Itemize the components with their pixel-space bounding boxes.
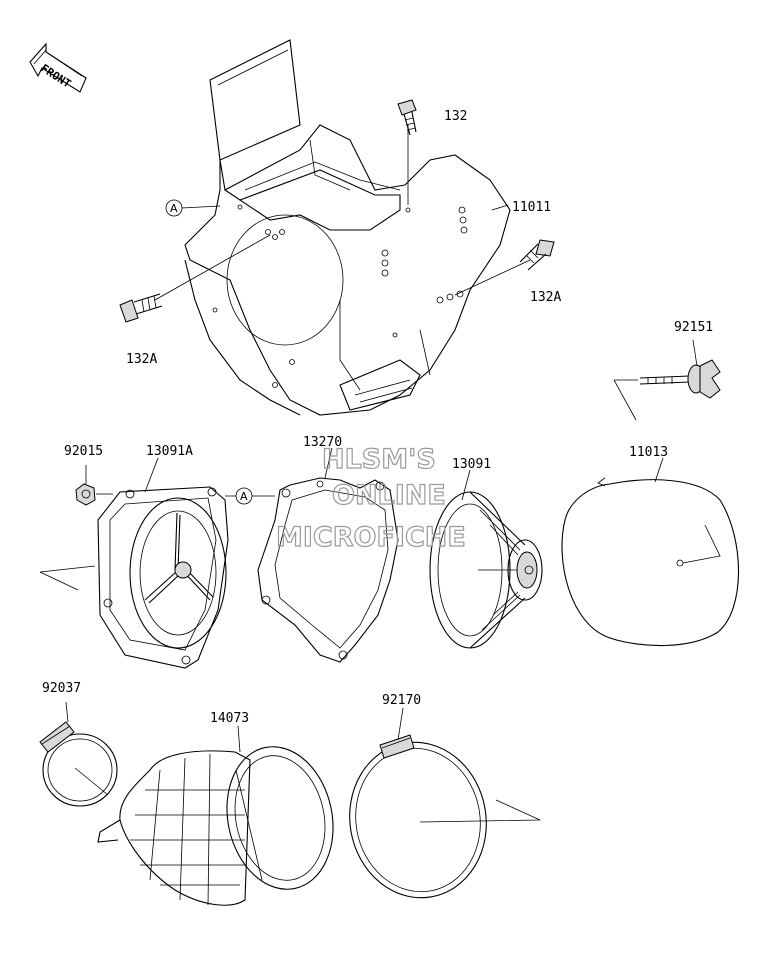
intake-boot-14073 xyxy=(97,725,334,906)
bolt-132 xyxy=(397,99,417,136)
watermark-line2: ONLINE xyxy=(332,480,446,511)
part-label-13091: 13091 xyxy=(452,457,491,472)
part-label-132: 132 xyxy=(444,109,467,124)
watermark: HLSM'S ONLINE MICROFICHE xyxy=(275,443,466,553)
front-arrow-icon: FRONT xyxy=(29,42,87,93)
clamp-92170 xyxy=(349,707,541,899)
air-box-housing xyxy=(154,39,531,416)
wing-bolt xyxy=(613,339,721,421)
part-label-11013: 11013 xyxy=(629,445,668,460)
part-label-11011: 11011 xyxy=(512,200,551,215)
watermark-line3: MICROFICHE xyxy=(276,522,466,553)
part-label-14073: 14073 xyxy=(210,711,249,726)
part-label-13091a: 13091A xyxy=(146,444,193,459)
filter-cage-13091 xyxy=(429,469,543,649)
callout-a-lower: A xyxy=(225,487,275,505)
foam-filter-11013 xyxy=(561,457,739,647)
filter-holder-13091a xyxy=(39,457,229,669)
nut-92015 xyxy=(75,465,113,506)
bolt-132a-left xyxy=(119,293,163,323)
part-label-92151: 92151 xyxy=(674,320,713,335)
bolt-132a-right xyxy=(519,239,555,271)
clamp-92037 xyxy=(39,701,118,807)
part-label-92037: 92037 xyxy=(42,681,81,696)
watermark-line1: HLSM'S xyxy=(322,444,436,475)
callout-a-upper: A xyxy=(165,199,221,217)
gasket-13270 xyxy=(257,447,399,663)
part-label-132a-right: 132A xyxy=(530,290,561,305)
callout-a-lower-label: A xyxy=(240,490,248,503)
callout-a-upper-label: A xyxy=(170,202,178,215)
part-label-132a-left: 132A xyxy=(126,352,157,367)
part-label-13270: 13270 xyxy=(303,435,342,450)
part-label-92015: 92015 xyxy=(64,444,103,459)
part-label-92170: 92170 xyxy=(382,693,421,708)
